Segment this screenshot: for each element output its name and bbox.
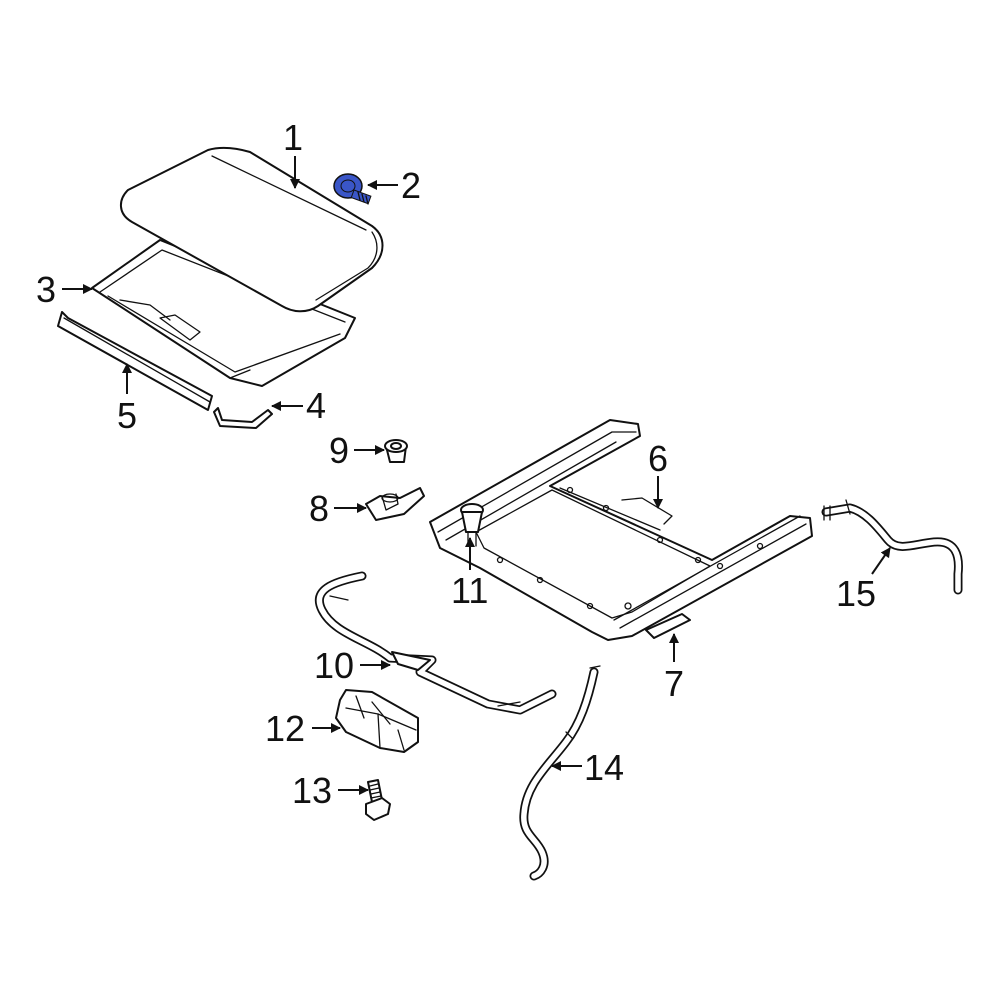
callout-11: 11 [451, 537, 488, 611]
part-2-bolt[interactable] [333, 173, 372, 205]
part-11-clip[interactable] [460, 503, 484, 547]
part-6-sunroof-frame[interactable] [429, 419, 813, 641]
part-12-motor-block[interactable] [335, 689, 419, 753]
callout-label-8: 8 [309, 488, 329, 529]
callout-4: 4 [271, 385, 326, 426]
part-15-drain-hose[interactable] [821, 499, 963, 595]
callout-label-13: 13 [292, 770, 332, 811]
part-4-bracket-strip[interactable] [213, 407, 273, 429]
part-7-seal[interactable] [645, 613, 691, 639]
callout-label-4: 4 [306, 385, 326, 426]
callout-1: 1 [283, 117, 303, 189]
callout-12: 12 [265, 708, 341, 749]
callout-label-5: 5 [117, 395, 137, 436]
part-10-guide-cable[interactable] [315, 571, 557, 715]
callout-15: 15 [836, 547, 891, 614]
callout-3: 3 [36, 269, 93, 310]
part-14-drain-hose[interactable] [519, 665, 601, 881]
callout-10: 10 [314, 645, 391, 686]
callout-14: 14 [551, 747, 624, 788]
callout-label-12: 12 [265, 708, 305, 749]
callout-label-7: 7 [664, 663, 684, 704]
callout-label-14: 14 [584, 747, 624, 788]
callout-label-15: 15 [836, 573, 876, 614]
callout-label-1: 1 [283, 117, 303, 158]
callout-label-11: 11 [451, 570, 488, 611]
part-9-grommet[interactable] [384, 439, 408, 463]
part-5-seal-strip[interactable] [57, 311, 213, 411]
part-3-sunshade-tray[interactable] [91, 239, 356, 387]
callout-label-2: 2 [401, 165, 421, 206]
part-8-bracket[interactable] [365, 487, 425, 521]
callout-label-3: 3 [36, 269, 56, 310]
callout-8: 8 [309, 488, 367, 529]
callout-label-10: 10 [314, 645, 354, 686]
callout-2: 2 [367, 165, 421, 206]
callout-7: 7 [664, 633, 684, 704]
callout-6: 6 [648, 438, 668, 509]
callout-13: 13 [292, 770, 369, 811]
callout-9: 9 [329, 430, 385, 471]
callout-label-6: 6 [648, 438, 668, 479]
part-13-bolt[interactable] [365, 779, 391, 821]
callout-label-9: 9 [329, 430, 349, 471]
part-1-glass-panel[interactable] [120, 146, 384, 313]
callout-5: 5 [117, 363, 137, 436]
